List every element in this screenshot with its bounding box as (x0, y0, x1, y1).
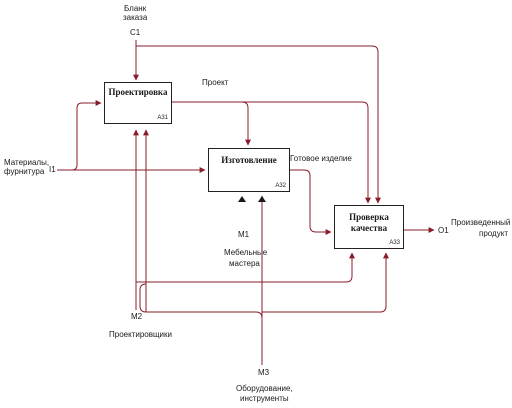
a32-mechanism-tick-marks (238, 196, 266, 202)
finished-item-label: Готовое изделие (290, 154, 352, 163)
activity-name-a32: Изготовление (221, 155, 277, 165)
project-arrow-to-a33 (242, 101, 371, 204)
activity-name-a33-line1: Проверка (349, 212, 389, 222)
m3-label-line1: Оборудование, (236, 384, 293, 393)
i1-label-line2: фурнитура (4, 167, 45, 176)
m3-label-line2: инструменты (240, 394, 289, 403)
m1-code: M1 (238, 230, 250, 239)
activity-name-a33-line2: качества (350, 223, 388, 233)
m1-label-line1: Мебельные (224, 248, 268, 257)
o1-code: O1 (438, 226, 449, 235)
i1-label-line1: Материалы, (4, 158, 50, 167)
m2-code: M2 (131, 312, 143, 321)
i1-arrow-to-a31 (71, 100, 102, 171)
i1-code: I1 (49, 165, 56, 174)
c1-arrow-to-a33 (136, 45, 381, 204)
activity-name-a31: Проектировка (108, 87, 168, 97)
c1-label-line1: Бланк (124, 4, 147, 13)
project-label: Проект (202, 78, 229, 87)
activity-box-a33[interactable]: Проверка качества A33 (334, 205, 404, 249)
m3-code: M3 (258, 368, 270, 377)
finished-item-arrow-to-a33 (290, 169, 332, 235)
activity-box-a32[interactable]: Изготовление A32 (208, 148, 290, 192)
m3-branch-left (139, 283, 263, 319)
activity-number-a32: A32 (275, 183, 286, 189)
o1-label-line1: Произведенный (451, 218, 511, 227)
c1-label-line2: заказа (123, 13, 148, 22)
o1-label-line2: продукт (479, 229, 508, 238)
c1-code: C1 (130, 28, 141, 37)
m1-label-line2: мастера (229, 259, 260, 268)
m3-arrow-to-a33 (262, 252, 389, 313)
activity-number-a33: A33 (389, 240, 400, 246)
m2-arrow-to-a33 (136, 252, 355, 283)
activity-box-a31[interactable]: Проектировка A31 (104, 82, 172, 124)
project-arrow-to-a32 (170, 101, 251, 146)
activity-number-a31: A31 (157, 115, 168, 121)
m2-label: Проектировщики (109, 330, 172, 339)
